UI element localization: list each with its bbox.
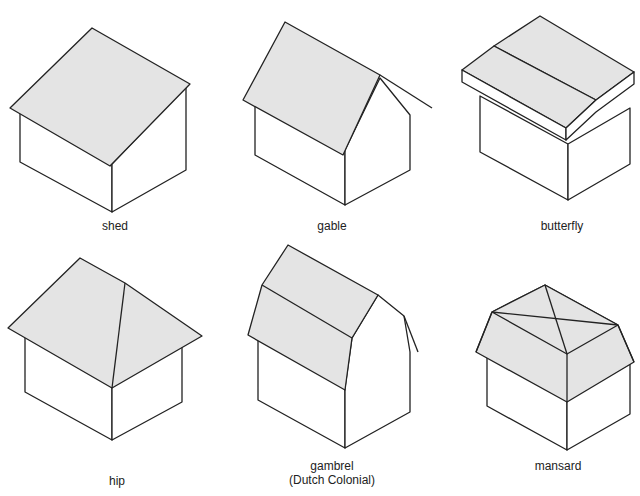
roof-type-label: butterfly: [541, 219, 584, 233]
hip-roof-house: [8, 258, 202, 440]
roof-type-label: (Dutch Colonial): [289, 473, 375, 487]
shed-roof-house: [10, 28, 190, 212]
butterfly-roof-house: [462, 16, 634, 200]
roof-type-label: shed: [102, 219, 128, 233]
roof-type-label: gable: [317, 219, 346, 233]
gable-roof-house: [243, 22, 432, 205]
roof-type-label: mansard: [535, 459, 582, 473]
roof-type-label: hip: [109, 474, 125, 488]
gambrel-roof-house: [248, 245, 418, 448]
roof-type-label: gambrel: [310, 459, 353, 473]
mansard-roof-house: [476, 285, 634, 450]
